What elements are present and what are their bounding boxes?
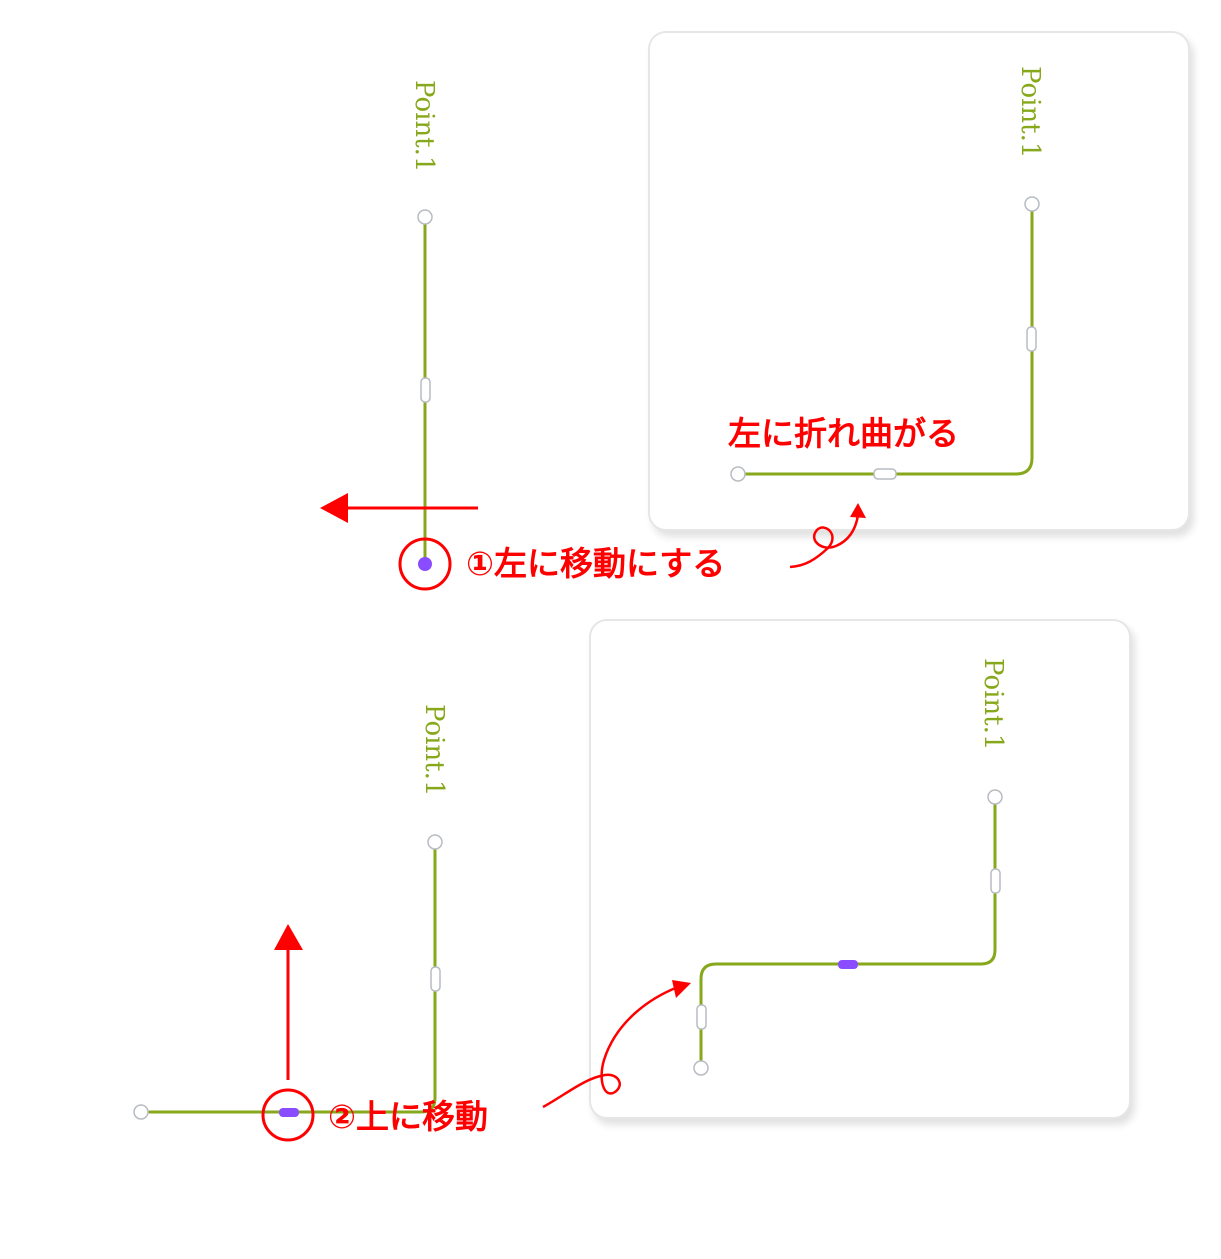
result-card-step1 bbox=[648, 31, 1190, 531]
left-arrow-icon bbox=[320, 493, 478, 523]
curly-arrow-icon bbox=[789, 503, 866, 569]
connector-start-node[interactable] bbox=[417, 209, 433, 225]
segment-handle[interactable] bbox=[696, 1004, 707, 1030]
point1-label: Point.1 bbox=[1015, 66, 1045, 158]
point1-label: Point.1 bbox=[409, 80, 439, 172]
segment-handle[interactable] bbox=[873, 468, 897, 480]
step2-instruction: ②上に移動 bbox=[328, 1097, 488, 1136]
connector-end-node[interactable] bbox=[730, 466, 746, 482]
step1-instruction: ①左に移動にする bbox=[466, 544, 725, 583]
highlight-circle bbox=[261, 1088, 315, 1142]
segment-handle-selected[interactable] bbox=[279, 1108, 299, 1117]
segment-handle[interactable] bbox=[420, 377, 431, 403]
point1-label: Point.1 bbox=[419, 704, 449, 796]
connector-start-node[interactable] bbox=[987, 789, 1003, 805]
segment-handle[interactable] bbox=[1026, 326, 1037, 352]
point1-label: Point.1 bbox=[978, 658, 1008, 750]
stepped-connector[interactable] bbox=[699, 797, 997, 1068]
bent-connector[interactable] bbox=[738, 204, 1034, 476]
curly-arrow-icon bbox=[542, 980, 691, 1109]
segment-handle[interactable] bbox=[430, 966, 441, 992]
connector-end-node[interactable] bbox=[693, 1060, 709, 1076]
highlight-circle bbox=[398, 537, 452, 591]
segment-handle[interactable] bbox=[990, 868, 1001, 894]
step1-result-caption: 左に折れ曲がる bbox=[728, 414, 959, 453]
connector-start-node[interactable] bbox=[427, 834, 443, 850]
connector-end-node-selected[interactable] bbox=[418, 557, 432, 571]
step2-connector[interactable] bbox=[141, 842, 437, 1114]
result-card-step2 bbox=[589, 619, 1131, 1119]
segment-handle-selected[interactable] bbox=[838, 960, 858, 969]
connector-end-node[interactable] bbox=[133, 1104, 149, 1120]
connector-start-node[interactable] bbox=[1024, 196, 1040, 212]
up-arrow-icon bbox=[274, 924, 303, 1080]
